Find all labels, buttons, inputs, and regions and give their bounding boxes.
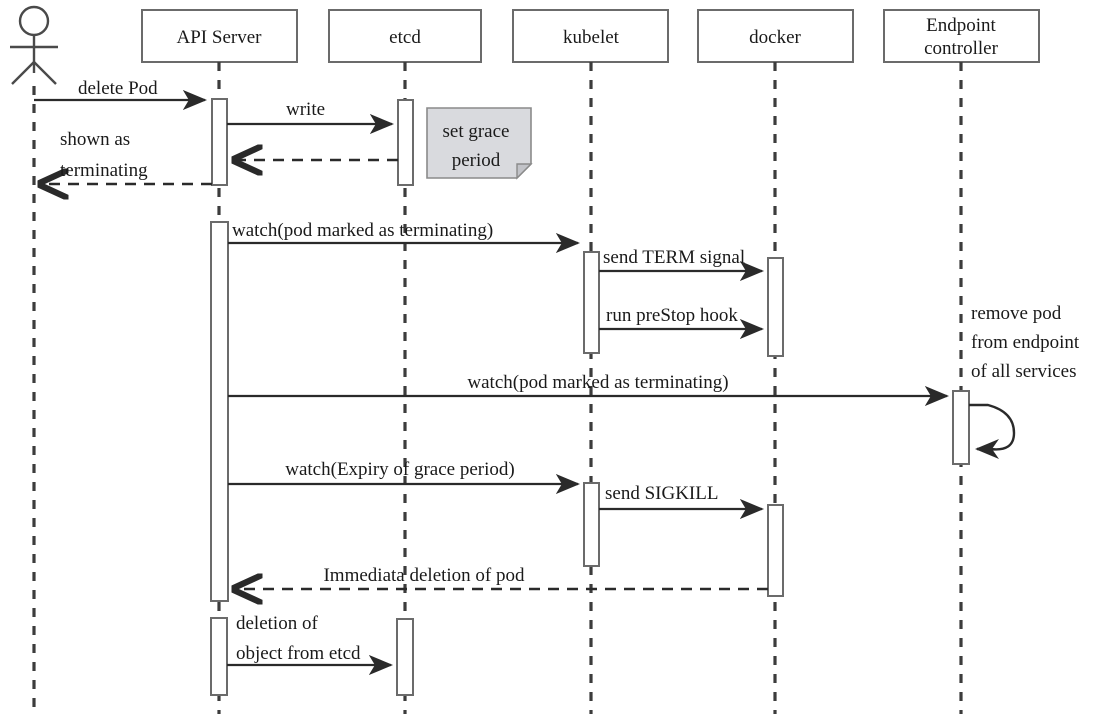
message-label-delete-pod: delete Pod (78, 78, 158, 99)
participant-endpoint-controller[interactable]: Endpoint controller (883, 9, 1040, 63)
participant-label-etcd: etcd (389, 27, 421, 48)
message-label-run-prestop-hook: run preStop hook (606, 305, 738, 326)
message-label-watch-expiry-grace-period: watch(Expiry of grace period) (285, 459, 514, 480)
message-send-term-signal: send TERM signal (599, 247, 765, 282)
note-text-line2: period (452, 150, 501, 171)
message-label-remove-pod-line1: remove pod (971, 303, 1062, 324)
message-watch-pod-terminating-kubelet: watch(pod marked as terminating) (228, 220, 581, 254)
participant-label-endpoint-controller-line2: controller (924, 38, 999, 59)
message-label-immediata-deletion-of-pod: Immediata deletion of pod (323, 565, 525, 586)
activation-docker-2 (767, 504, 784, 597)
activation-endpoint-controller-1 (952, 390, 970, 465)
activation-api-server-2 (210, 221, 229, 602)
message-label-shown-as-line1: shown as (60, 129, 130, 150)
participant-kubelet[interactable]: kubelet (512, 9, 669, 63)
participant-label-endpoint-controller-line1: Endpoint (926, 15, 996, 36)
actor-stick-figure (10, 5, 58, 85)
message-label-deletion-of-line1: deletion of (236, 613, 318, 634)
message-label-remove-pod-line2: from endpoint (971, 332, 1080, 353)
participant-label-docker: docker (749, 27, 801, 48)
activation-docker-1 (767, 257, 784, 357)
message-watch-expiry-grace-period: watch(Expiry of grace period) (228, 459, 581, 495)
message-deletion-of-object-from-etcd: deletion of object from etcd (227, 613, 394, 676)
message-write: write (227, 99, 395, 135)
participant-label-kubelet: kubelet (563, 27, 620, 48)
message-label-shown-as-line2: terminating (60, 160, 148, 181)
message-label-watch-pod-terminating-endpoint: watch(pod marked as terminating) (467, 372, 728, 393)
message-run-prestop-hook: run preStop hook (599, 305, 765, 340)
participant-docker[interactable]: docker (697, 9, 854, 63)
activation-api-server-3 (210, 617, 228, 696)
message-watch-pod-terminating-endpoint: watch(pod marked as terminating) (228, 372, 950, 407)
message-label-write: write (286, 99, 325, 120)
message-label-watch-pod-terminating-kubelet: watch(pod marked as terminating) (232, 220, 493, 241)
message-label-deletion-of-line2: object from etcd (236, 643, 361, 664)
participant-api-server[interactable]: API Server (141, 9, 298, 63)
message-immediata-deletion-of-pod: Immediata deletion of pod (234, 565, 768, 589)
activation-etcd-1 (397, 99, 414, 186)
message-label-send-sigkill: send SIGKILL (605, 483, 718, 504)
message-label-send-term-signal: send TERM signal (603, 247, 745, 268)
activation-kubelet-2 (583, 482, 600, 567)
activation-api-server-1 (211, 98, 228, 186)
note-set-grace-period: set grace period (426, 107, 533, 180)
message-delete-pod: delete Pod (34, 78, 208, 111)
activation-etcd-2 (396, 618, 414, 696)
note-text-line1: set grace (443, 121, 510, 142)
message-send-sigkill: send SIGKILL (599, 483, 765, 520)
participant-etcd[interactable]: etcd (328, 9, 482, 63)
participant-label-api-server: API Server (177, 27, 263, 48)
message-shown-as-terminating: shown as terminating (40, 129, 212, 184)
message-label-remove-pod-line3: of all services (971, 361, 1077, 382)
activation-kubelet-1 (583, 251, 600, 354)
message-remove-pod-from-endpoint-selfloop: remove pod from endpoint of all services (969, 303, 1080, 459)
